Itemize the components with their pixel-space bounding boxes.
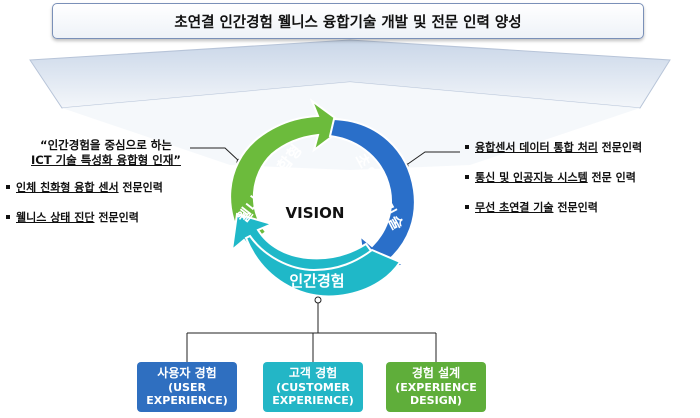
right-item-3: 무선 초연결 기술 전문인력	[465, 201, 598, 215]
vision-label: VISION	[285, 204, 345, 222]
left-connector	[190, 147, 241, 163]
segment-bottom-label: 인간경험	[289, 272, 345, 290]
right-item-2: 통신 및 인공지능 시스템 전문 인력	[465, 171, 636, 185]
segment-left	[229, 98, 348, 248]
left-quote: “인간경험을 중심으로 하는 ICT 기술 특성화 융합형 인재”	[31, 138, 181, 167]
right-item-1: 융합센서 데이터 통합 처리 전문인력	[465, 141, 642, 155]
right-connector	[404, 151, 460, 167]
cycle-diagram	[229, 98, 416, 298]
left-item-2: 웰니스 상태 진단 전문인력	[6, 211, 139, 225]
left-item-1: 인체 친화형 융합 센서 전문인력	[6, 181, 163, 195]
segment-bottom-body	[244, 234, 402, 298]
box-customer-experience: 고객 경험 (CUSTOMER EXPERIENCE)	[263, 362, 363, 412]
segment-right	[328, 117, 416, 276]
box-experience-design: 경험 설계 (EXPERIENCE DESIGN)	[386, 362, 486, 412]
title-box: 초연결 인간경험 웰니스 융합기술 개발 및 전문 인력 양성	[52, 3, 644, 39]
box-user-experience: 사용자 경험 (USER EXPERIENCE)	[137, 362, 237, 412]
page-title: 초연결 인간경험 웰니스 융합기술 개발 및 전문 인력 양성	[174, 14, 522, 31]
